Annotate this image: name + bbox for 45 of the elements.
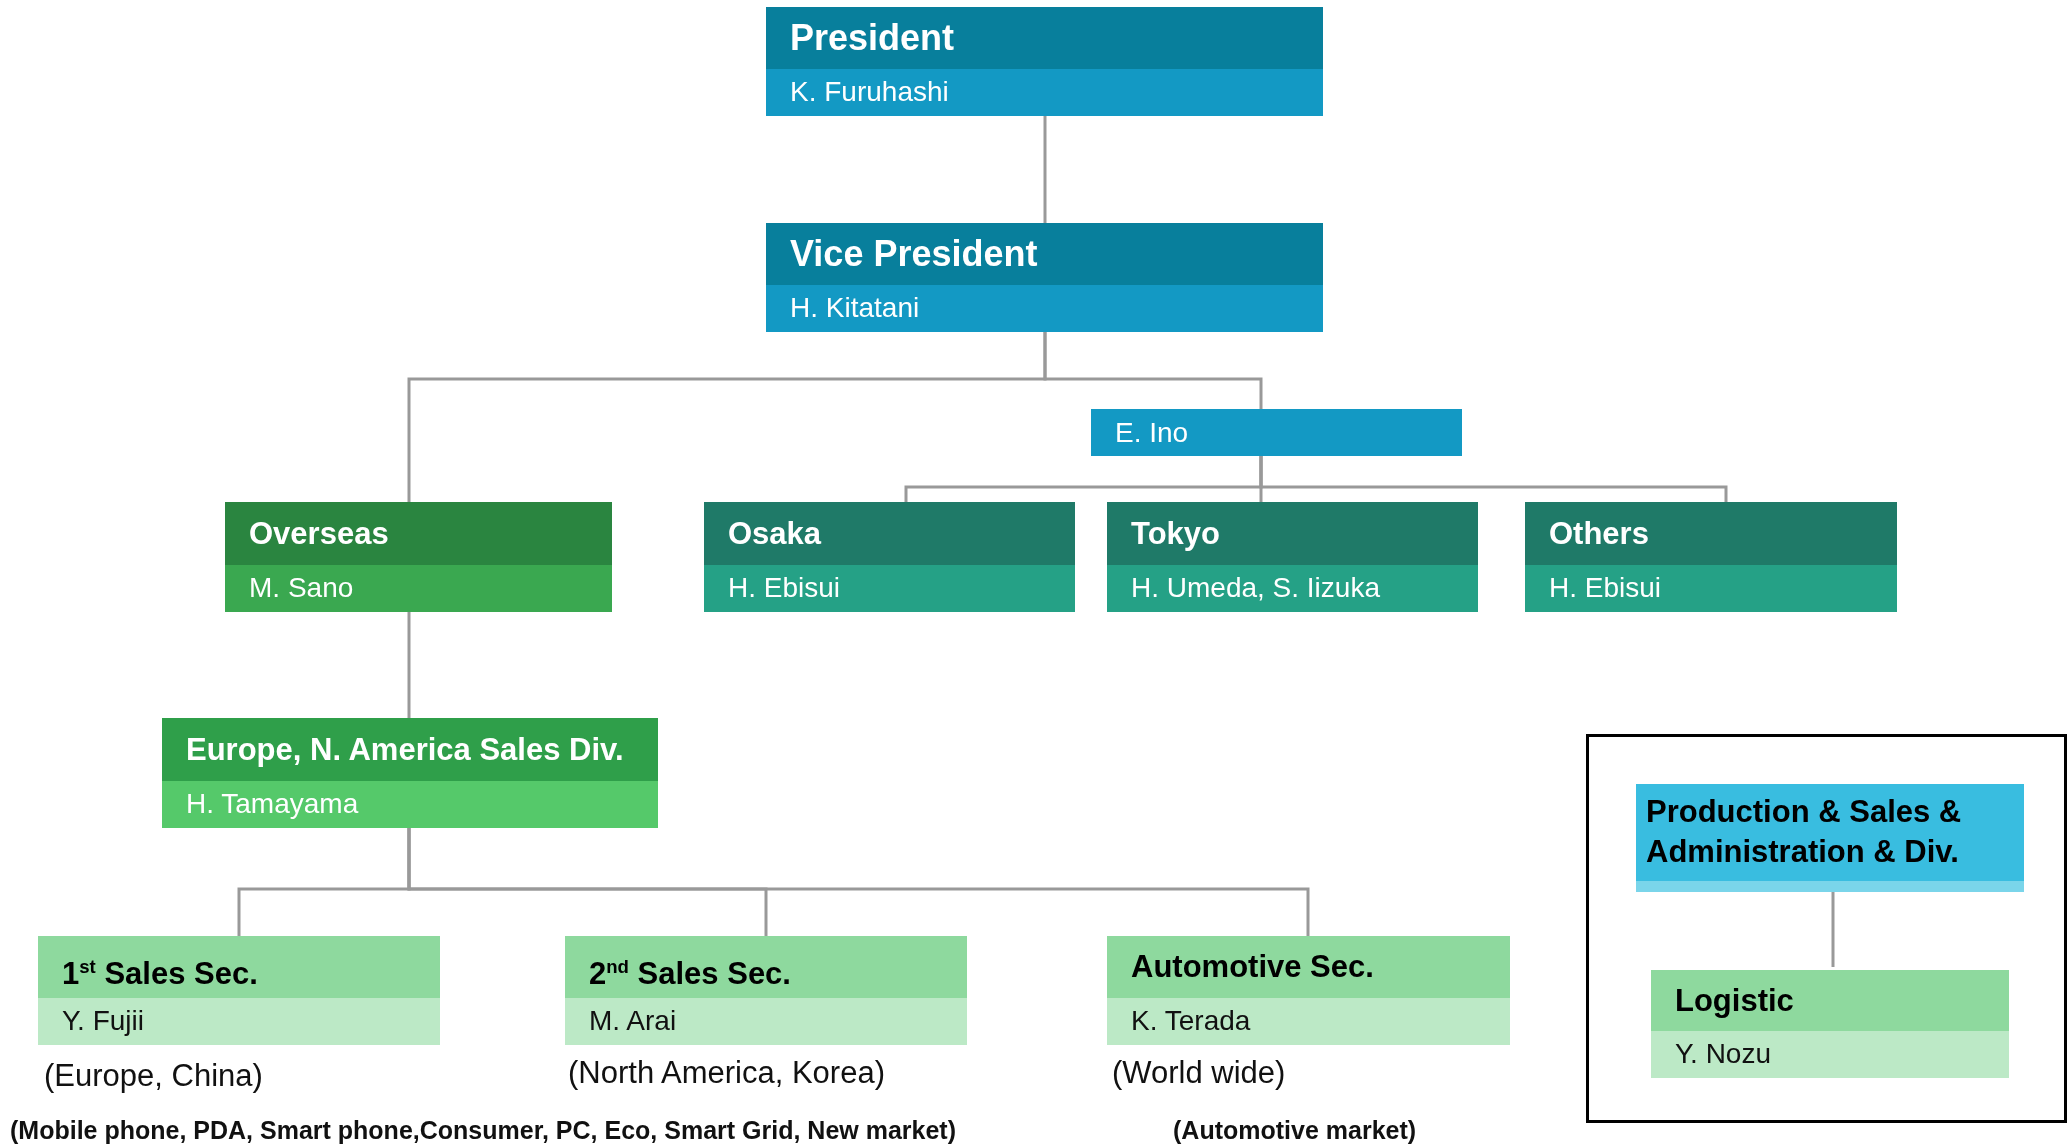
unit-title: Automotive Sec. xyxy=(1107,936,1510,998)
person-name: H. Ebisui xyxy=(1548,571,1663,605)
connector-line xyxy=(1043,332,1263,409)
unit-title: 2$^{nd}$ Sales Sec. xyxy=(565,936,967,998)
org-chart-box xyxy=(225,502,612,612)
market-note: (Automotive market) xyxy=(1173,1116,1417,1145)
unit-title: President xyxy=(766,7,1323,69)
org-chart-box xyxy=(1107,502,1478,612)
org-chart-box xyxy=(162,718,658,828)
unit-title: Others xyxy=(1525,502,1897,565)
connector-line xyxy=(1043,116,1047,223)
org-chart-box xyxy=(38,936,440,1045)
unit-title: Production & Sales & Administration & Div. xyxy=(1636,784,2024,881)
unit-title: Europe, N. America Sales Div. xyxy=(162,718,658,781)
org-chart-box xyxy=(1107,936,1510,1045)
person-name: K. Terada xyxy=(1130,1004,1252,1038)
org-chart-box xyxy=(1525,502,1897,612)
connector-line xyxy=(1259,456,1728,502)
region-note: (World wide) xyxy=(1112,1055,1286,1091)
org-chart-box xyxy=(766,7,1323,116)
org-chart-box xyxy=(766,223,1323,332)
unit-title: 1$^{st}$ Sales Sec. xyxy=(38,936,440,998)
unit-title: Overseas xyxy=(225,502,612,565)
person-name: Y. Fujii xyxy=(61,1004,145,1038)
market-note: (Mobile phone, PDA, Smart phone,Consumer, PC, Eco, Smart Grid, New market) xyxy=(10,1116,956,1145)
unit-title: Vice President xyxy=(766,223,1323,285)
person-name: H. Kitatani xyxy=(789,291,921,325)
region-note: (Europe, China) xyxy=(44,1058,263,1094)
person-name: M. Sano xyxy=(248,571,355,605)
frame-box xyxy=(1586,734,2067,1123)
person-name: K. Furuhashi xyxy=(789,75,950,109)
connector-line xyxy=(407,828,1310,936)
person-name: Y. Nozu xyxy=(1674,1037,1772,1071)
region-note: (North America, Korea) xyxy=(568,1055,885,1091)
person-name: H. Tamayama xyxy=(185,787,360,821)
connector-line xyxy=(407,612,411,718)
person-name: M. Arai xyxy=(588,1004,678,1038)
org-chart-box xyxy=(704,502,1075,612)
org-chart-box xyxy=(1651,970,2009,1078)
person-name: H. Umeda, S. Iizuka xyxy=(1130,571,1381,605)
org-chart-box xyxy=(565,936,967,1045)
unit-title: Logistic xyxy=(1651,970,2009,1031)
unit-title: Tokyo xyxy=(1107,502,1478,565)
person-name: H. Ebisui xyxy=(727,571,842,605)
unit-title: Osaka xyxy=(704,502,1075,565)
